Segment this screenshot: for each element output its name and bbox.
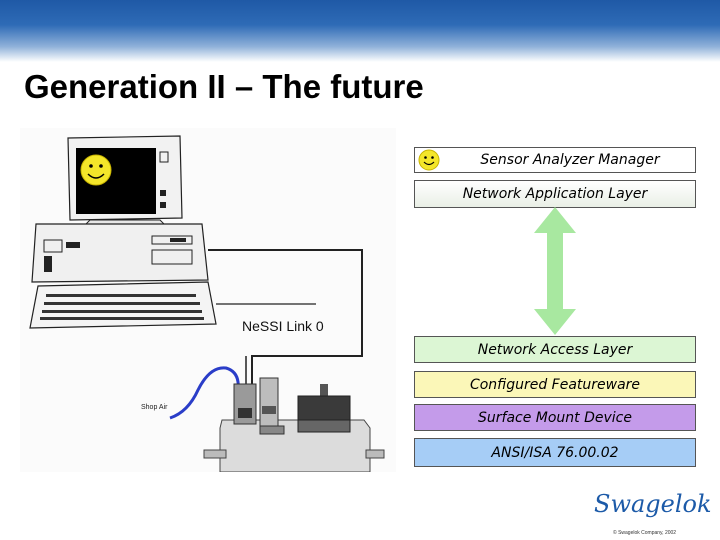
network-application-layer-label: Network Application Layer (462, 186, 648, 202)
smiley-icon (80, 154, 112, 186)
network-access-layer-box: Network Access Layer (414, 336, 696, 363)
network-access-layer-label: Network Access Layer (477, 341, 633, 358)
sensor-analyzer-manager-box: Sensor Analyzer Manager (414, 147, 696, 173)
copyright-text: © Swagelok Company, 2002 (613, 530, 677, 536)
double-arrow-icon (534, 207, 576, 335)
smiley-face-icon (418, 149, 440, 171)
swagelok-logo: Swagelok (594, 490, 712, 518)
configured-featureware-label: Configured Featureware (469, 376, 641, 393)
shop-air-label: Shop Air (141, 404, 168, 411)
computer-and-analyzer-illustration: NeSSI Link 0 Shop Air (29, 135, 385, 473)
slide-title: Generation II – The future (24, 68, 424, 105)
nessi-link-label: NeSSI Link 0 (242, 318, 324, 334)
system-photo: NeSSI Link 0 Shop Air (20, 128, 396, 473)
ansi-isa-label: ANSI/ISA 76.00.02 (491, 444, 619, 461)
sensor-analyzer-manager-label: Sensor Analyzer Manager (480, 152, 660, 168)
network-application-layer-box: Network Application Layer (414, 180, 696, 208)
surface-mount-device-box: Surface Mount Device (414, 404, 696, 431)
title-bar-gradient (0, 0, 720, 62)
swagelok-logo-text: Swagelok (594, 490, 712, 518)
surface-mount-device-label: Surface Mount Device (478, 409, 632, 426)
configured-featureware-box: Configured Featureware (414, 371, 696, 398)
ansi-isa-box: ANSI/ISA 76.00.02 (414, 438, 696, 467)
